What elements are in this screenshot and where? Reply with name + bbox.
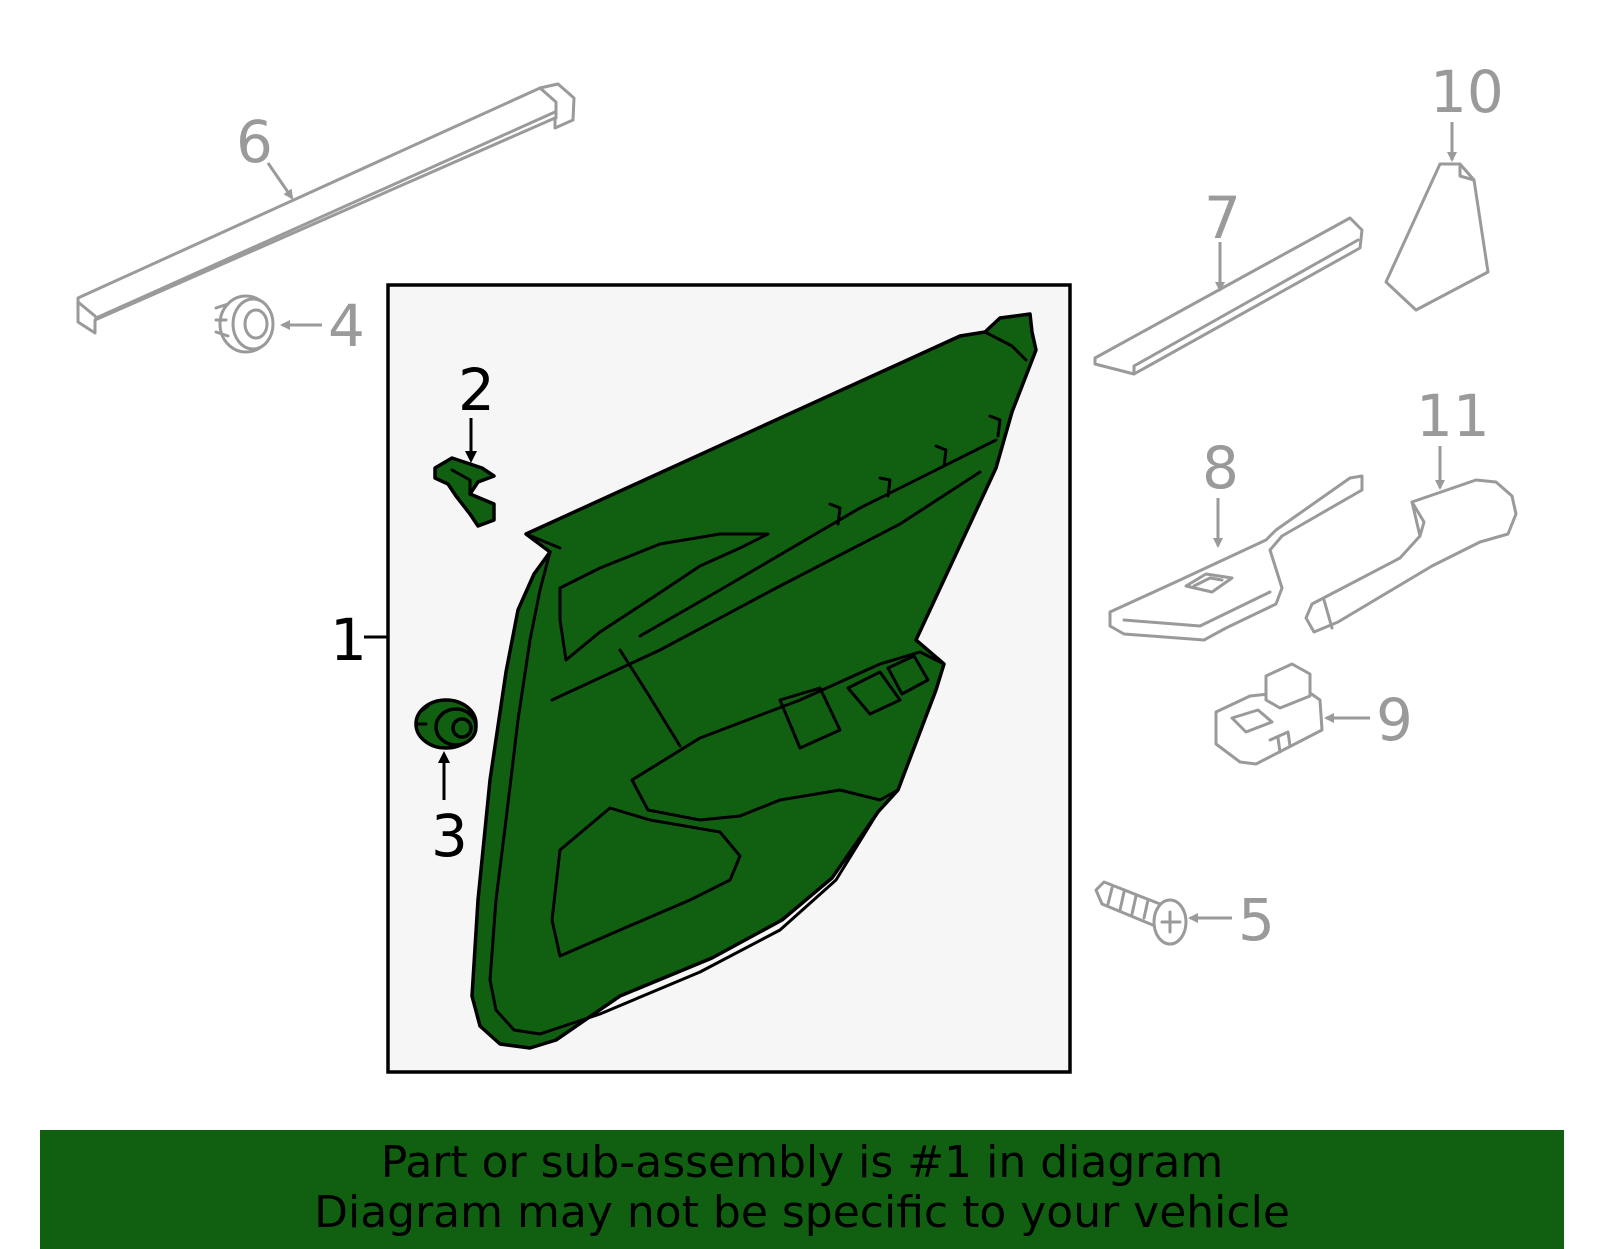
callout-4: 4 [328,292,365,360]
part-6-weatherstrip[interactable] [76,82,576,335]
part-11-armrest-pad[interactable] [1304,478,1518,634]
part-2-clip[interactable] [433,456,496,528]
callout-11: 11 [1416,382,1490,450]
part-4-speaker[interactable] [214,294,275,354]
part-1-door-panel[interactable] [470,312,1038,1050]
callout-2: 2 [458,356,495,424]
part-7-garnish[interactable] [1093,216,1364,376]
callout-9: 9 [1376,686,1413,754]
part-3-grommet[interactable] [414,698,478,750]
callout-1: 1 [330,606,367,674]
callout-5: 5 [1238,886,1275,954]
callout-3: 3 [431,802,468,870]
callout-8: 8 [1202,434,1239,502]
part-9-window-switch[interactable] [1214,662,1324,766]
callout-6: 6 [236,108,273,176]
part-10-corner-cover[interactable] [1384,162,1490,312]
banner-line-2: Diagram may not be specific to your vehi… [314,1187,1290,1238]
part-6-leader [266,162,294,200]
banner-line-1: Part or sub-assembly is #1 in diagram [380,1137,1224,1188]
part-8-switch-panel[interactable] [1108,474,1364,642]
callout-10: 10 [1430,58,1504,126]
callout-7: 7 [1204,184,1241,252]
part-5-screw[interactable] [1094,880,1188,946]
info-banner: Part or sub-assembly is #1 in diagram Di… [40,1130,1564,1249]
